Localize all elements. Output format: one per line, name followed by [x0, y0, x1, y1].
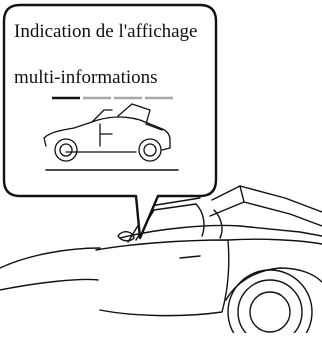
- side-body-line: [225, 267, 322, 301]
- icon-rear-wheel-outer: [138, 138, 162, 162]
- rear-wheel-hub: [249, 291, 291, 333]
- roof-rear-panel: [211, 185, 322, 213]
- rear-wheel-outer: [227, 269, 313, 338]
- roof-panel-edge: [239, 185, 245, 203]
- door-handle: [179, 255, 201, 259]
- rear-deck-line: [119, 224, 322, 239]
- convertible-car-roof-opening-icon: [43, 103, 179, 171]
- roof-rear-panel-lower: [209, 201, 322, 227]
- main-vehicle-illustration: [0, 185, 322, 338]
- icon-rear-wheel-inner: [143, 143, 157, 157]
- icon-windshield: [91, 109, 113, 123]
- callout-outline: [2, 3, 218, 240]
- seat-back-2: [213, 209, 223, 239]
- icon-rear-panel: [145, 123, 163, 131]
- hood-line: [0, 247, 101, 269]
- callout-title-line-2: multi-informations: [14, 67, 158, 88]
- icon-roof-panel: [117, 103, 151, 125]
- side-mirror: [117, 231, 135, 242]
- front-fender: [0, 278, 99, 291]
- rear-fender: [227, 238, 322, 245]
- rear-wheel-inner: [237, 279, 303, 338]
- icon-front-wheel-outer: [54, 138, 78, 162]
- seat-back: [195, 203, 205, 237]
- door-outline: [95, 239, 230, 317]
- icon-door-line: [99, 123, 113, 147]
- callout-title-line-1: Indication de l'affichage: [14, 21, 198, 42]
- icon-car-body: [43, 116, 171, 153]
- callout-bubble: [2, 3, 218, 240]
- icon-front-wheel-inner: [59, 143, 73, 157]
